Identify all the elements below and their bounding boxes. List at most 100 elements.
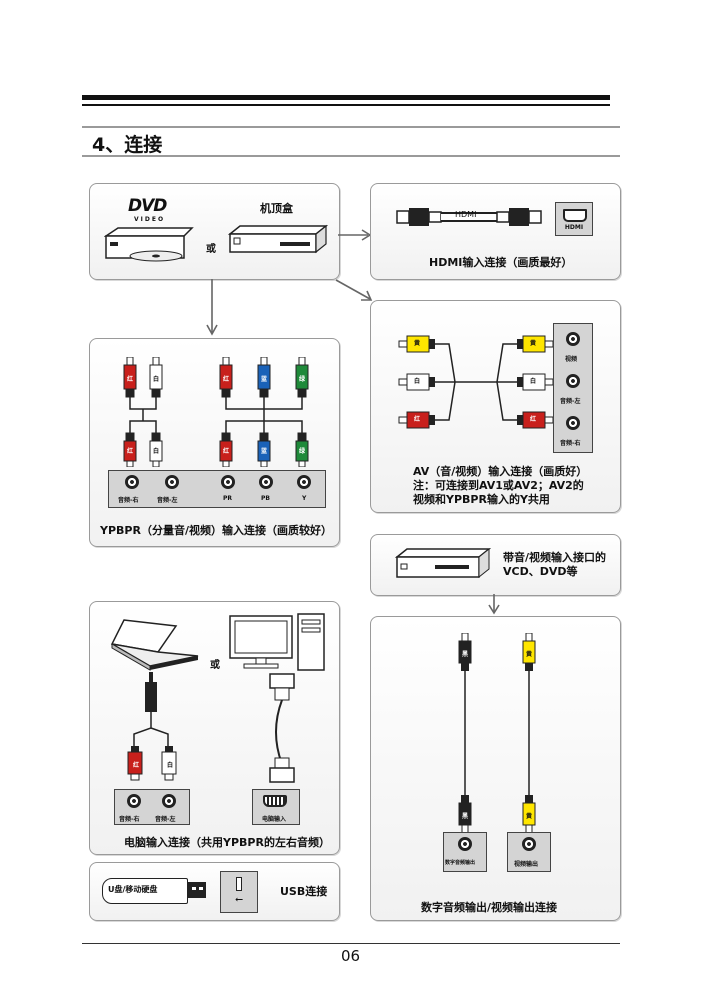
pc-plug-white: 白 xyxy=(167,762,174,769)
dvd-logo-sub: VIDEO xyxy=(134,216,166,223)
arrow-to-av xyxy=(335,279,373,301)
av-plug-yellow-right: 黄 xyxy=(530,340,537,347)
digital-audio-jack xyxy=(458,837,472,851)
ypbpr-jack-pb-label: PB xyxy=(261,495,270,502)
header-rule-thin xyxy=(82,104,610,106)
hdmi-port-icon: HDMI xyxy=(555,202,593,236)
ypbpr-panel: 红 白 红 蓝 绿 红 白 红 蓝 绿 音频-右 音频-左 PR PB Y YP… xyxy=(89,338,340,547)
pc-audio-cable xyxy=(127,672,177,781)
output-caption: 数字音频输出/视频输出连接 xyxy=(421,901,558,914)
usb-caption: USB连接 xyxy=(280,885,328,898)
av-plug-white-right: 白 xyxy=(530,378,537,385)
ypbpr-plug-bottom-3: 红 xyxy=(223,448,230,455)
ypbpr-jack-pb xyxy=(259,475,273,489)
ypbpr-jack-pr-label: PR xyxy=(223,495,233,502)
section-title: 4、连接 xyxy=(92,134,163,156)
av-plug-yellow-left: 黄 xyxy=(414,340,421,347)
pc-jack-audio-left-label: 音频-左 xyxy=(155,816,176,823)
ypbpr-caption: YPBPR（分量音/视频）输入连接（画质较好） xyxy=(100,524,332,537)
av-jack-panel: 视频 音频-左 音频-右 xyxy=(553,323,593,453)
output-panel: 黑 黄 黑 黄 数字音频输出 视频输出 数字音频输出/视频输出连接 xyxy=(370,616,621,921)
vcd-caption-1: 带音/视频输入接口的 xyxy=(503,551,607,564)
pc-panel: 或 红 白 音频-右 音频-左 电脑输入 电脑输入连接（共用YPBPR的左右音频… xyxy=(89,601,340,855)
pc-jack-audio-right-label: 音频-右 xyxy=(119,816,140,823)
output-jack-video-label: 视频输出 xyxy=(514,861,539,868)
dvd-player-icon xyxy=(104,227,194,262)
video-out-jack xyxy=(522,837,536,851)
av-jack-video xyxy=(566,332,580,346)
hdmi-caption: HDMI输入连接（画质最好） xyxy=(429,256,573,269)
set-top-box-icon xyxy=(228,224,328,254)
av-jack-audio-right xyxy=(566,416,580,430)
usb-symbol-icon: ⭠ xyxy=(235,894,243,905)
dvd-logo: DVD xyxy=(128,196,167,216)
vcd-caption-2: VCD、DVD等 xyxy=(503,565,578,578)
hdmi-panel: HDMI HDMI HDMI输入连接（画质最好） xyxy=(370,183,621,280)
pc-audio-jack-panel: 音频-右 音频-左 xyxy=(114,789,190,825)
usb-drive-icon: U盘/移动硬盘 xyxy=(102,878,210,904)
ypbpr-plug-top-1: 红 xyxy=(127,376,134,383)
output-plug-yellow-top: 黄 xyxy=(526,651,533,658)
ypbpr-jack-audio-right-label: 音频-右 xyxy=(118,497,139,504)
ypbpr-jack-audio-left-label: 音频-左 xyxy=(157,497,178,504)
ypbpr-plug-top-2: 白 xyxy=(153,376,160,383)
vga-port-icon xyxy=(263,795,287,807)
pc-plug-red: 红 xyxy=(133,762,140,769)
output-cables xyxy=(458,633,536,833)
ypbpr-plug-bottom-4: 蓝 xyxy=(261,448,268,455)
ypbpr-plug-bottom-2: 白 xyxy=(153,448,160,455)
ypbpr-jack-pr xyxy=(221,475,235,489)
vga-port-label: 电脑输入 xyxy=(262,816,287,823)
page-number: 06 xyxy=(340,947,361,965)
stb-label: 机顶盒 xyxy=(260,202,293,215)
ypbpr-cable-diagram xyxy=(123,357,309,467)
ypbpr-jack-audio-left xyxy=(165,475,179,489)
output-jack-digital-audio-label: 数字音频输出 xyxy=(445,860,476,866)
ypbpr-jack-y xyxy=(297,475,311,489)
av-jack-audio-right-label: 音频-右 xyxy=(560,440,581,447)
output-plug-black-top: 黑 xyxy=(462,651,469,658)
av-jack-audio-left xyxy=(566,374,580,388)
av-caption-3: 视频和YPBPR输入的Y共用 xyxy=(413,493,550,506)
ypbpr-jack-panel: 音频-右 音频-左 PR PB Y xyxy=(108,470,326,508)
arrow-to-hdmi xyxy=(338,229,372,241)
output-jack-digital-audio: 数字音频输出 xyxy=(443,832,487,872)
output-plug-yellow-bottom: 黄 xyxy=(526,813,533,820)
title-rule-top xyxy=(82,126,620,128)
pc-jack-audio-left xyxy=(162,794,176,808)
output-plug-black-bottom: 黑 xyxy=(462,813,469,820)
av-plug-white-left: 白 xyxy=(414,378,421,385)
header-rule-thick xyxy=(82,95,610,100)
usb-panel: U盘/移动硬盘 ⭠ USB连接 xyxy=(89,862,340,921)
vcd-panel: 带音/视频输入接口的 VCD、DVD等 xyxy=(370,534,621,596)
ypbpr-jack-y-label: Y xyxy=(302,495,307,502)
desktop-pc-icon xyxy=(229,613,325,671)
source-or-label: 或 xyxy=(206,244,216,255)
av-plug-red-right: 红 xyxy=(530,416,537,423)
usb-port-icon: ⭠ xyxy=(220,871,258,913)
arrow-to-output xyxy=(488,594,500,615)
av-jack-audio-left-label: 音频-左 xyxy=(560,398,581,405)
av-plug-red-left: 红 xyxy=(414,416,421,423)
av-caption-2: 注：可连接到AV1或AV2；AV2的 xyxy=(413,479,584,492)
pc-or-label: 或 xyxy=(210,660,220,671)
pc-caption: 电脑输入连接（共用YPBPR的左右音频） xyxy=(124,836,330,849)
output-jack-video: 视频输出 xyxy=(507,832,551,872)
hdmi-cable-label: HDMI xyxy=(455,210,477,219)
ypbpr-plug-bottom-1: 红 xyxy=(127,448,134,455)
av-cable-diagram xyxy=(398,335,554,429)
vcd-player-icon xyxy=(395,547,491,579)
ypbpr-jack-audio-right xyxy=(125,475,139,489)
ypbpr-plug-top-5: 绿 xyxy=(299,376,306,383)
hdmi-cable-icon xyxy=(396,208,542,226)
ypbpr-plug-top-4: 蓝 xyxy=(261,376,268,383)
av-caption-1: AV（音/视频）输入连接（画质好） xyxy=(413,465,588,478)
source-panel: DVD VIDEO 或 机顶盒 xyxy=(89,183,340,280)
pc-jack-audio-right xyxy=(127,794,141,808)
ypbpr-plug-bottom-5: 绿 xyxy=(299,448,306,455)
laptop-icon xyxy=(110,619,199,671)
vga-port-panel: 电脑输入 xyxy=(252,789,300,825)
av-panel: 黄 白 红 黄 白 红 视频 音频-左 音频-右 AV（音/视频）输入连接（画质… xyxy=(370,300,621,513)
title-rule-bottom xyxy=(82,155,620,157)
ypbpr-plug-top-3: 红 xyxy=(223,376,230,383)
